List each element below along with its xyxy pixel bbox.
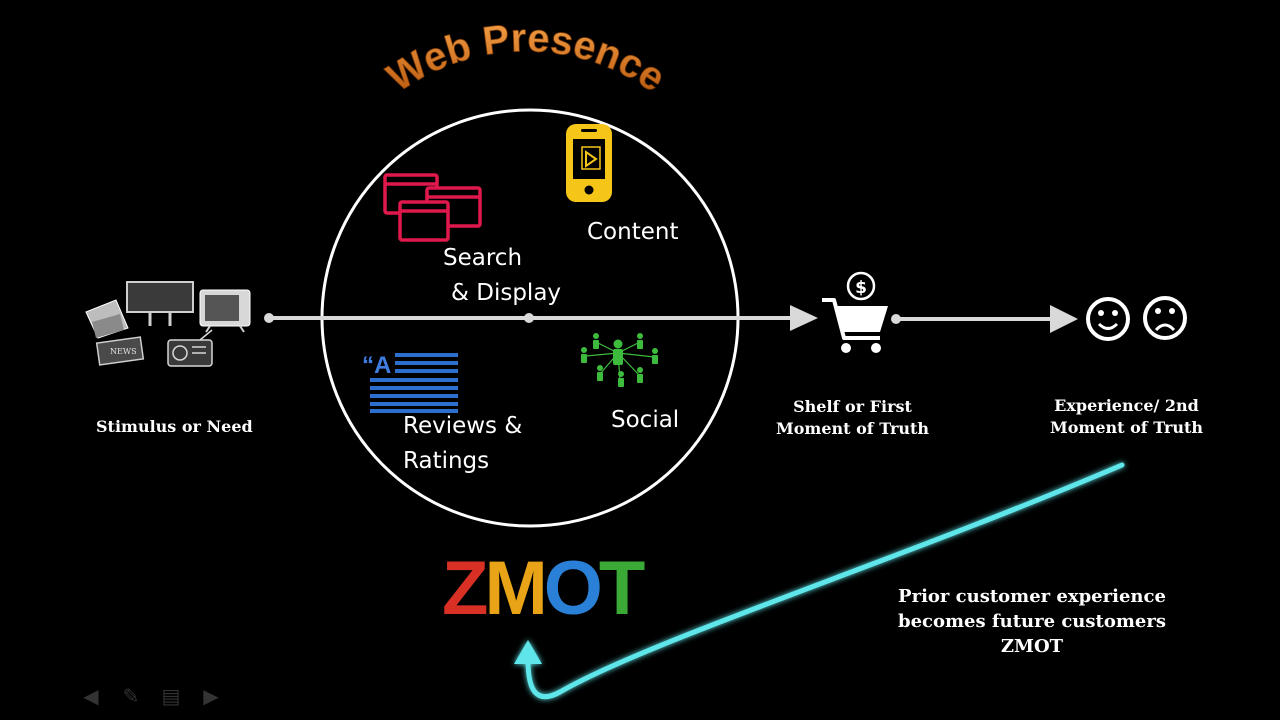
content-label: Content (587, 219, 679, 245)
zmot-letter-m: M (484, 546, 547, 631)
shopping-cart-icon: $ (822, 271, 888, 353)
feedback-note-line3: ZMOT (1000, 636, 1064, 657)
zmot-letter-t: T (598, 546, 645, 631)
search-label-line2: & Display (451, 280, 562, 306)
newspaper-icon: NEWS (95, 336, 145, 366)
svg-text:NEWS: NEWS (110, 347, 137, 356)
shelf-label: Shelf or First Moment of Truth (776, 396, 929, 440)
experience-label: Experience/ 2nd Moment of Truth (1050, 395, 1203, 439)
experience-label-line1: Experience/ 2nd (1054, 396, 1199, 415)
feedback-note-line1: Prior customer experience (898, 586, 1166, 607)
experience-label-line2: Moment of Truth (1050, 418, 1204, 437)
feedback-note-line2: becomes future customers (898, 611, 1166, 632)
reviews-label-line2: Ratings (403, 448, 490, 474)
zmot-letter-o: O (543, 546, 603, 631)
forward-icon[interactable]: ▶ (203, 684, 219, 708)
search-label-line1: Search (443, 245, 523, 271)
pen-icon[interactable]: ✎ (122, 684, 140, 708)
journey-mid-dot (524, 313, 534, 323)
billboard-icon (126, 281, 194, 326)
media-cluster-icon: NEWS (85, 281, 251, 367)
quote-mark: “A (362, 352, 391, 379)
happy-face-icon (1086, 297, 1130, 341)
back-icon[interactable]: ◀ (83, 684, 99, 708)
television-icon (199, 289, 251, 333)
magazines-icon (85, 299, 129, 339)
search-display-label: Search & Display (443, 241, 561, 311)
reviews-label-line1: Reviews & (403, 413, 523, 439)
social-network-icon (581, 333, 658, 387)
browser-windows-icon (383, 173, 482, 242)
reviews-document-icon: “A (362, 352, 458, 413)
stimulus-label: Stimulus or Need (96, 417, 253, 436)
feedback-note: Prior customer experience becomes future… (898, 584, 1166, 659)
sad-face-icon (1143, 296, 1187, 340)
shelf-label-line1: Shelf or First (793, 397, 912, 416)
zmot-logo: ZMOT (442, 544, 645, 634)
feedback-arrow (514, 462, 1125, 700)
zmot-letter-z: Z (442, 546, 488, 631)
journey-dot-2 (891, 314, 901, 324)
arrow-to-shelf (790, 305, 818, 331)
radio-icon (167, 329, 213, 367)
shelf-label-line2: Moment of Truth (776, 419, 930, 438)
dollar-sign: $ (855, 278, 867, 298)
journey-start-dot (264, 313, 274, 323)
web-presence-title: Web Presence (380, 16, 673, 100)
arrow-to-experience (1050, 305, 1078, 333)
slideshow-controls: ◀ ✎ ▤ ▶ (78, 684, 224, 708)
reviews-ratings-label: Reviews & Ratings (403, 409, 522, 479)
mobile-phone-icon (566, 124, 612, 202)
menu-icon[interactable]: ▤ (161, 684, 181, 708)
social-label: Social (611, 407, 680, 433)
